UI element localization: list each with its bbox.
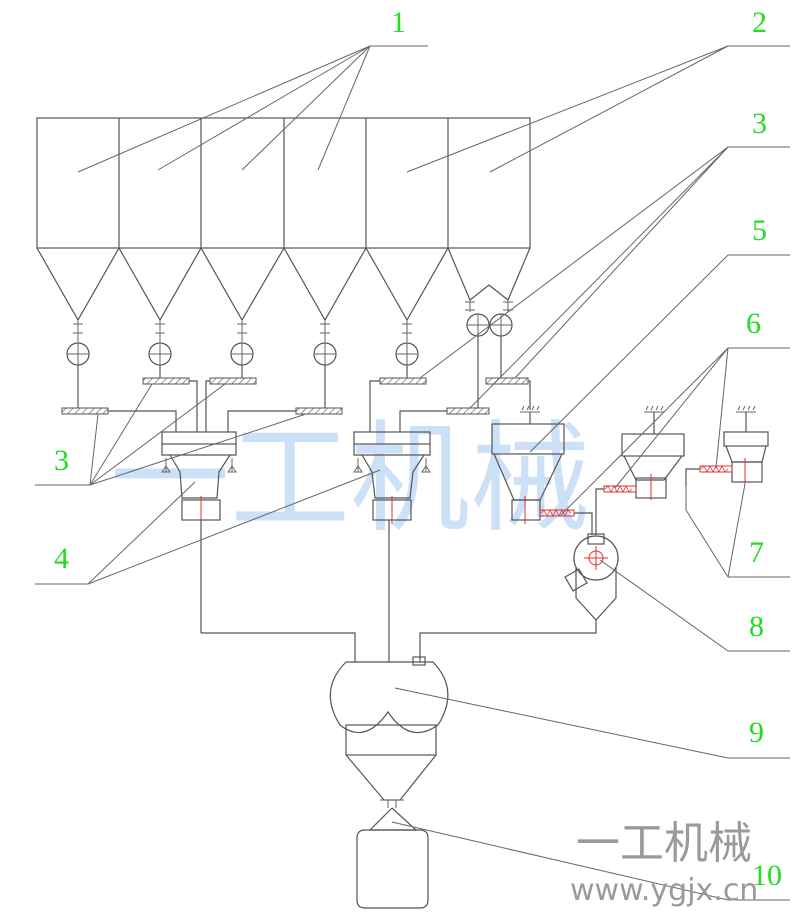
silo-row xyxy=(36,117,531,322)
label-10: 10 xyxy=(752,859,782,892)
label-1: 1 xyxy=(391,6,406,39)
main-mixer xyxy=(201,632,449,808)
outlet-valves xyxy=(73,300,513,342)
rotary-feeders xyxy=(66,313,513,366)
small-weigh-hopper xyxy=(491,405,593,535)
screw-conveyors xyxy=(61,377,529,415)
label-9: 9 xyxy=(749,716,764,749)
leader-lines xyxy=(35,45,790,901)
label-6: 6 xyxy=(746,307,761,340)
label-4: 4 xyxy=(54,542,69,575)
feed-hopper-b xyxy=(685,405,769,486)
watermark-center: 一工机械 xyxy=(110,410,590,549)
conveyor-links xyxy=(108,380,531,432)
watermark-corner-text: 一工机械 xyxy=(576,818,752,869)
feed-hopper-a xyxy=(595,405,685,535)
weigh-scale-center xyxy=(353,431,431,662)
watermark-site: www.ygjx.cn xyxy=(570,873,758,908)
weigh-scale-left xyxy=(161,431,237,633)
mixing-tank xyxy=(419,533,619,662)
label-7: 7 xyxy=(749,536,764,569)
label-5: 5 xyxy=(752,214,767,247)
label-2: 2 xyxy=(752,6,767,39)
label-3-lower: 3 xyxy=(54,444,69,477)
receiving-tank xyxy=(356,807,429,909)
label-8: 8 xyxy=(749,610,764,643)
label-3-upper: 3 xyxy=(752,107,767,140)
drop-lines xyxy=(77,336,502,408)
